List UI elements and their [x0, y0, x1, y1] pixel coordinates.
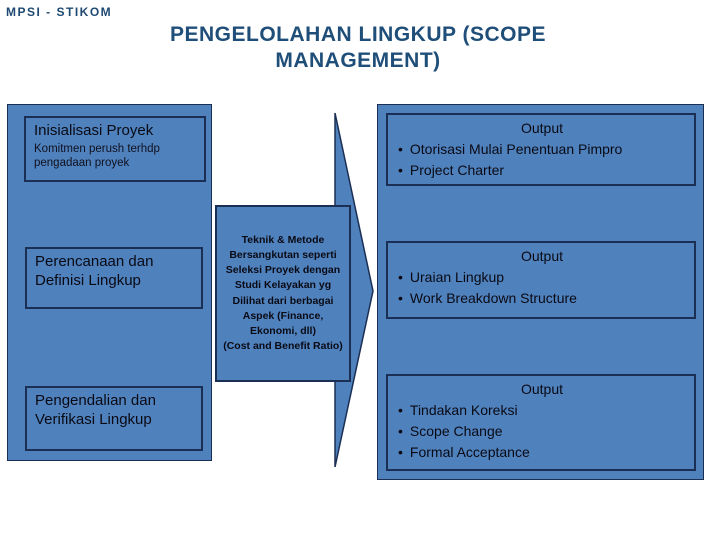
output-item-text: Project Charter — [409, 162, 505, 178]
output-item: • Project Charter — [398, 160, 686, 181]
output-heading: Output — [520, 248, 564, 264]
output-box-initiation: Output • Otorisasi Mulai Penentuan Pimpr… — [386, 113, 696, 186]
phases-panel: Inisialisasi Proyek Komitmen perush terh… — [7, 104, 212, 461]
output-item-text: Uraian Lingkup — [409, 269, 505, 285]
bullet-icon: • — [398, 444, 403, 460]
method-note-box: Teknik & Metode Bersangkutan seperti Sel… — [215, 205, 351, 382]
output-box-planning: Output • Uraian Lingkup • Work Breakdown… — [386, 241, 696, 319]
output-heading: Output — [520, 381, 564, 397]
output-item: • Formal Acceptance — [398, 442, 686, 463]
output-item: • Tindakan Koreksi — [398, 400, 686, 421]
bullet-icon: • — [398, 162, 403, 178]
phase-box-pengendalian: Pengendalian dan Verifikasi Lingkup — [25, 386, 203, 451]
output-item-text: Work Breakdown Structure — [409, 290, 577, 306]
output-item-text: Otorisasi Mulai Penentuan Pimpro — [409, 141, 623, 157]
phase-name: Inisialisasi Proyek — [34, 122, 154, 139]
bullet-icon: • — [398, 402, 403, 418]
phase-box-inisialisasi: Inisialisasi Proyek Komitmen perush terh… — [24, 116, 206, 182]
output-item-text: Formal Acceptance — [409, 444, 530, 460]
output-item: • Work Breakdown Structure — [398, 288, 686, 309]
course-label: MPSI - STIKOM — [6, 5, 113, 19]
output-item: • Uraian Lingkup — [398, 267, 686, 288]
output-heading: Output — [520, 120, 564, 136]
phase-name: Pengendalian dan Verifikasi Lingkup — [35, 392, 156, 428]
phase-name: Perencanaan dan Definisi Lingkup — [35, 253, 154, 289]
bullet-icon: • — [398, 141, 403, 157]
output-item: • Otorisasi Mulai Penentuan Pimpro — [398, 139, 686, 160]
slide-title: PENGELOLAHAN LINGKUP (SCOPE MANAGEMENT) — [170, 23, 546, 72]
bullet-icon: • — [398, 269, 403, 285]
output-item-text: Tindakan Koreksi — [409, 402, 518, 418]
phase-description: Komitmen perush terhdp pengadaan proyek — [34, 142, 160, 170]
output-box-control: Output • Tindakan Koreksi • Scope Change… — [386, 374, 696, 471]
bullet-icon: • — [398, 423, 403, 439]
output-item: • Scope Change — [398, 421, 686, 442]
outputs-panel: Output • Otorisasi Mulai Penentuan Pimpr… — [377, 104, 704, 480]
phase-box-perencanaan: Perencanaan dan Definisi Lingkup — [25, 247, 203, 309]
method-note-text: Teknik & Metode Bersangkutan seperti Sel… — [223, 233, 343, 353]
bullet-icon: • — [398, 290, 403, 306]
output-item-text: Scope Change — [409, 423, 503, 439]
